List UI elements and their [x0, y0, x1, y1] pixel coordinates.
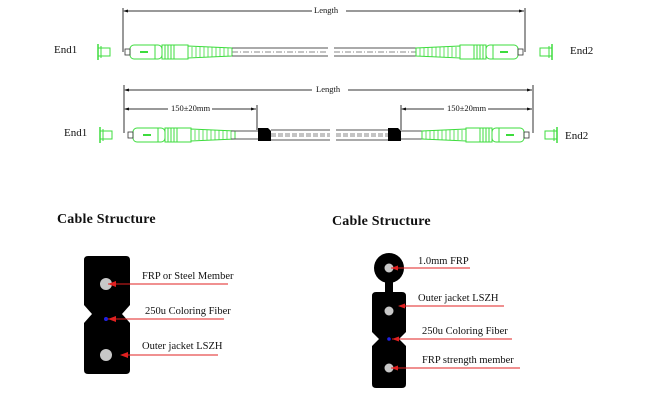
callout-outer-jacket: Outer jacket LSZH	[418, 293, 499, 304]
cable-segment-left	[232, 47, 328, 57]
transition-boot-left	[258, 128, 271, 141]
cross-section-figure8	[84, 256, 228, 374]
end2-dust-cap	[544, 126, 558, 144]
end2-label: End2	[570, 45, 594, 57]
messenger-web	[385, 281, 393, 293]
length-label: Length	[312, 5, 341, 15]
end2-connector	[421, 127, 530, 143]
structure-title-left: Cable Structure	[57, 212, 156, 227]
end1-label: End1	[64, 127, 88, 139]
assembly-1	[97, 8, 553, 61]
outer-jacket	[84, 256, 130, 374]
strength-member-top	[100, 278, 112, 290]
assembly-2	[99, 85, 558, 144]
strength-member-bottom	[100, 349, 112, 361]
right-offset-label: 150±20mm	[445, 103, 489, 113]
cable-segment-right	[334, 47, 416, 57]
callout-frp-strength: FRP strength member	[422, 355, 514, 366]
callout-lines	[108, 283, 228, 356]
left-offset-label: 150±20mm	[169, 103, 213, 113]
frp-messenger	[384, 263, 394, 273]
end1-dust-cap	[97, 43, 111, 61]
end2-connector	[415, 44, 524, 60]
callout-coloring-fiber: 250u Coloring Fiber	[422, 326, 508, 337]
callout-outer-jacket: Outer jacket LSZH	[142, 341, 223, 352]
end2-dust-cap	[539, 43, 553, 61]
callout-coloring-fiber: 250u Coloring Fiber	[145, 306, 231, 317]
optical-fiber	[104, 317, 108, 321]
end2-label: End2	[565, 130, 589, 142]
end1-label: End1	[54, 44, 78, 56]
transition-boot-right	[388, 128, 401, 141]
strength-member-top	[384, 306, 394, 316]
end1-dust-cap	[99, 126, 113, 144]
end1-connector	[127, 127, 236, 143]
length-label: Length	[314, 84, 343, 94]
structure-title-right: Cable Structure	[332, 214, 431, 229]
callout-frp-messenger: 1.0mm FRP	[418, 256, 469, 267]
strength-member-bottom	[384, 363, 394, 373]
drop-cable-left	[271, 129, 330, 141]
optical-fiber	[387, 337, 391, 341]
cross-section-self-supporting	[372, 253, 520, 388]
callout-frp-steel: FRP or Steel Member	[142, 271, 234, 282]
end1-connector	[124, 44, 233, 60]
drop-cable-right	[336, 129, 388, 141]
